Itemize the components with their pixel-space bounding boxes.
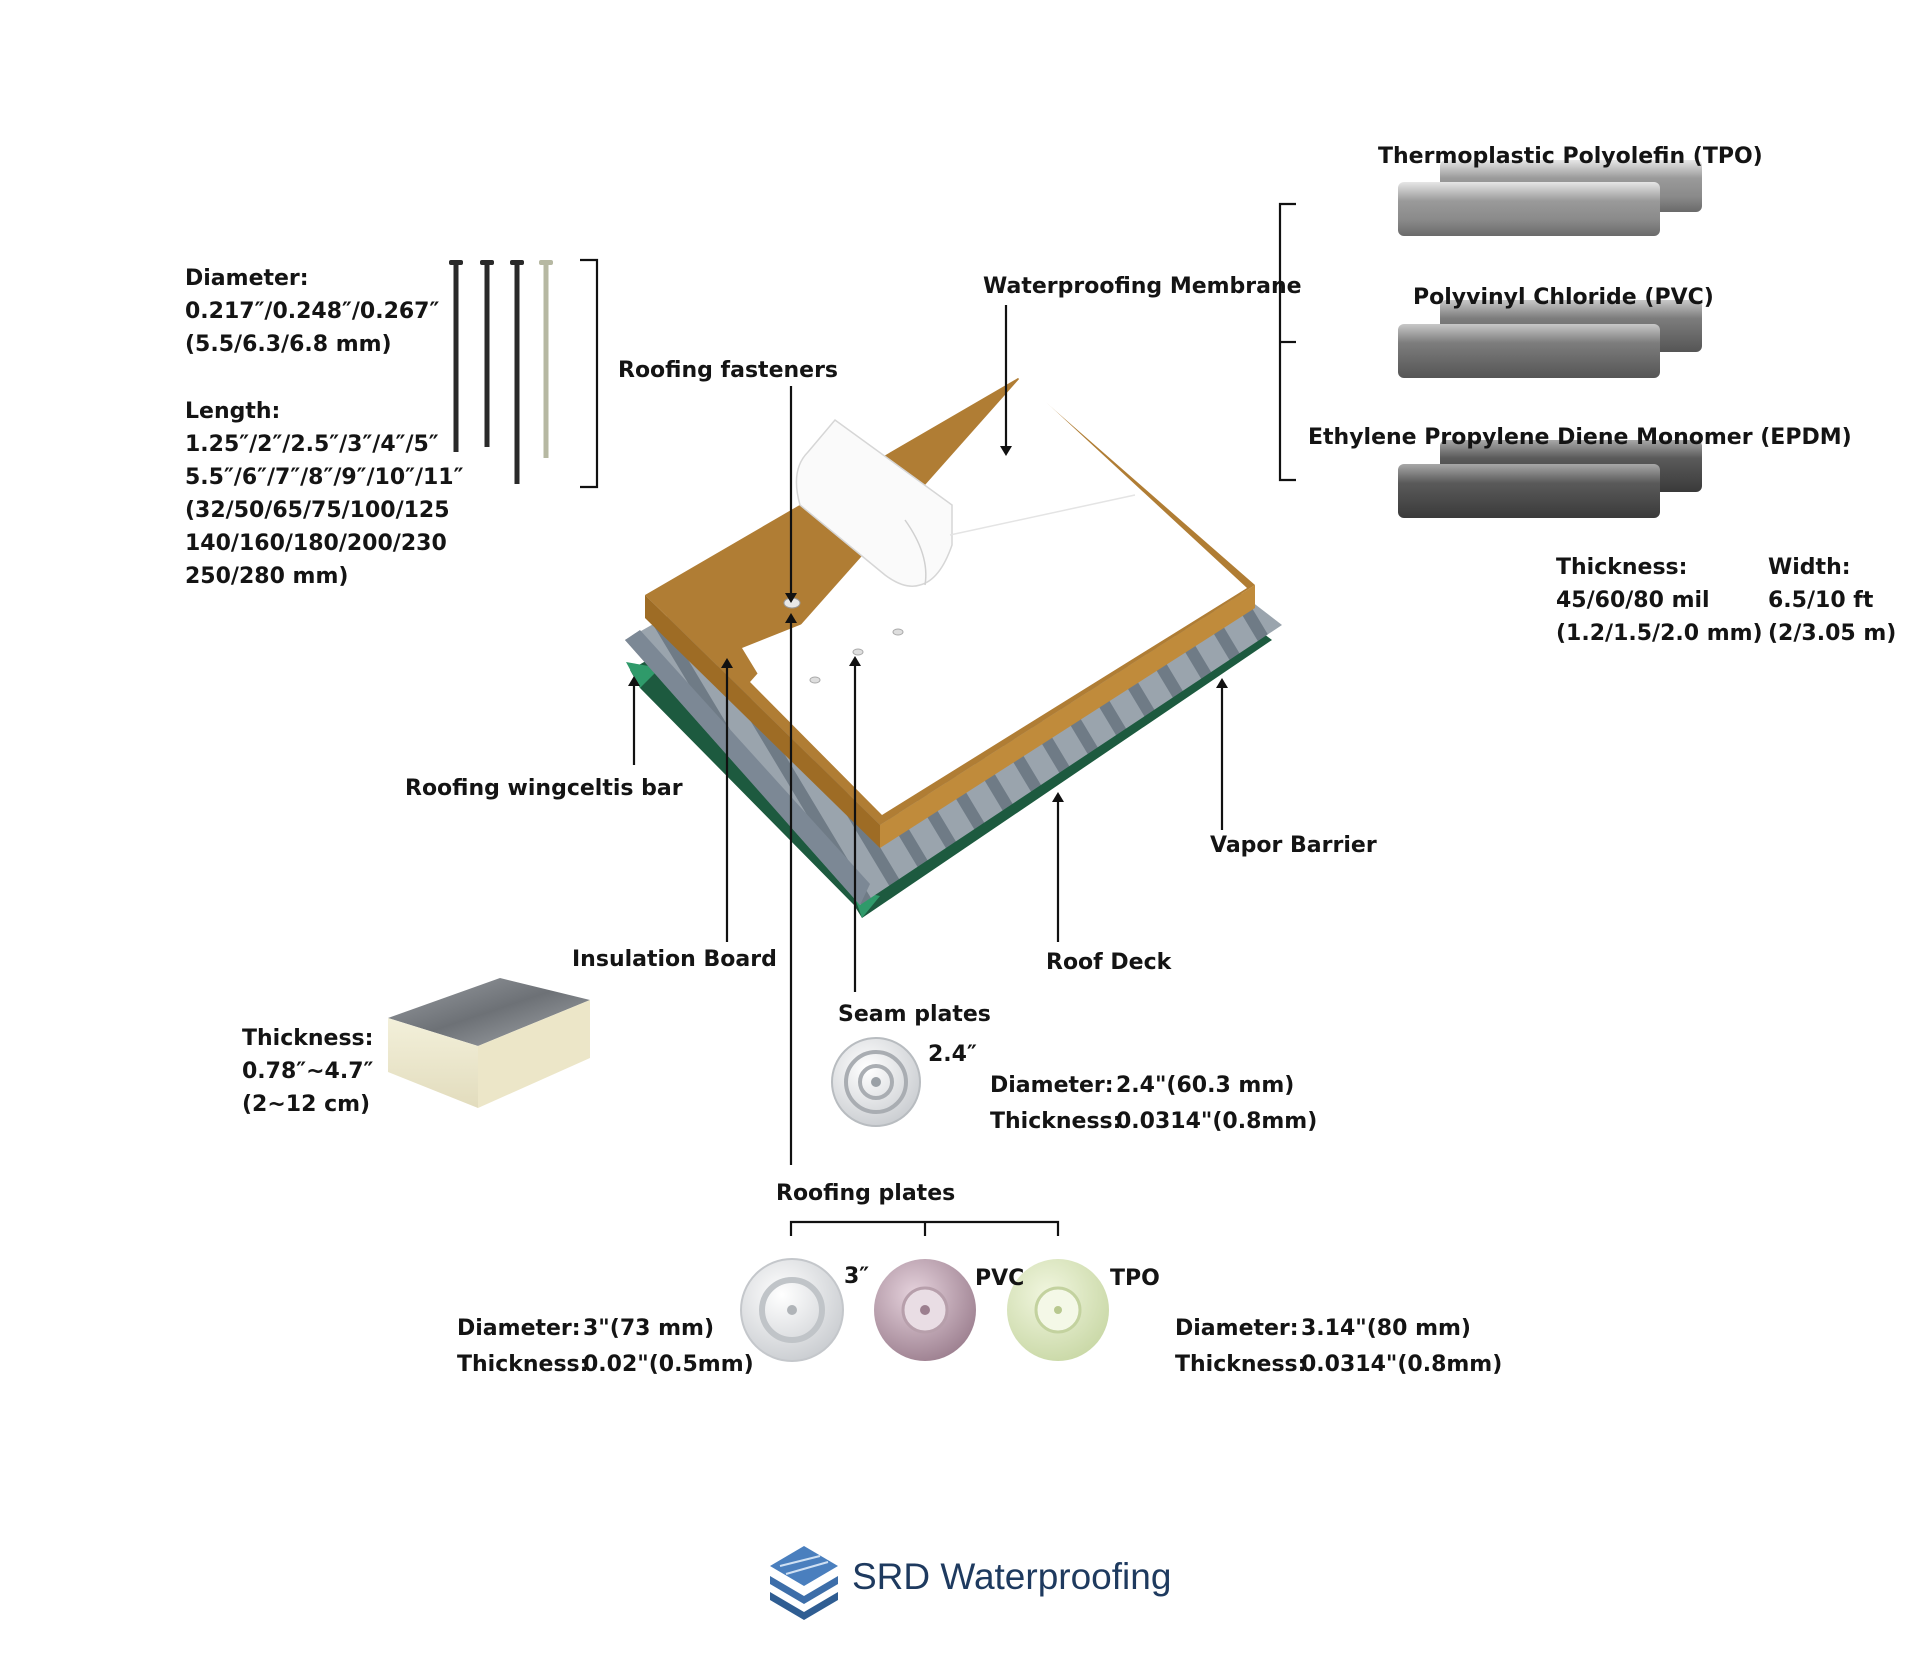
fastener-screws [449, 260, 553, 484]
seam-plate-dot [892, 628, 904, 636]
roof-deck-edge [625, 630, 870, 905]
insulation-board-side-right [880, 585, 1255, 848]
fastener-length-line: 250/280 mm) [185, 564, 349, 589]
right-plate-diameter-key: Diameter: [1175, 1316, 1299, 1341]
fastener-length-line: (32/50/65/75/100/125 [185, 498, 450, 523]
membrane-type-epdm: Ethylene Propylene Diene Monomer (EPDM) [1308, 425, 1852, 450]
left-plate-diameter-value: 3"(73 mm) [583, 1316, 715, 1341]
right-plate-thickness-key: Thickness: [1175, 1352, 1307, 1377]
roofing-fasteners-label: Roofing fasteners [618, 358, 839, 383]
roofing-plate-tag-pvc: PVC [975, 1266, 1025, 1291]
fastener-length-line: 140/160/180/200/230 [185, 531, 447, 556]
tpo-roll-icon [1398, 160, 1702, 236]
insulation-board-label: Insulation Board [572, 947, 777, 972]
membrane-width-title: Width: [1768, 555, 1851, 580]
membrane-type-tpo: Thermoplastic Polyolefin (TPO) [1378, 144, 1763, 169]
screw-icon [449, 260, 463, 452]
fastener-diameter-values: 0.217″/0.248″/0.267″ [185, 299, 440, 324]
roofing-plate-right-spec: Diameter:3.14"(80 mm) Thickness:0.0314"(… [1175, 1312, 1502, 1381]
membrane-rolls [1398, 160, 1702, 518]
membrane-thickness-title: Thickness: [1556, 555, 1688, 580]
right-plate-diameter-value: 3.14"(80 mm) [1301, 1316, 1471, 1341]
seam-plate-icon [831, 1037, 921, 1127]
left-plate-thickness-value: 0.02"(0.5mm) [583, 1352, 754, 1377]
brand-name: SRD Waterproofing [852, 1556, 1172, 1597]
membrane-width-values: 6.5/10 ft [1768, 588, 1874, 613]
roofing-plate-3in-icon [740, 1258, 844, 1362]
roofing-plate-tag-tpo: TPO [1110, 1266, 1160, 1291]
membrane-width-spec: Width: 6.5/10 ft (2/3.05 m) [1768, 551, 1896, 650]
insulation-thickness-cm: (2~12 cm) [242, 1092, 371, 1117]
stacked-layers-logo-icon [770, 1546, 838, 1620]
membrane-roll [795, 418, 953, 587]
membrane-thickness-values: 45/60/80 mil [1556, 588, 1710, 613]
membrane-sheet [750, 378, 1247, 815]
membrane-thickness-spec: Thickness: 45/60/80 mil (1.2/1.5/2.0 mm) [1556, 551, 1763, 650]
fastener-length-line: 1.25″/2″/2.5″/3″/4″/5″ [185, 432, 439, 457]
fastener-specs: Diameter: 0.217″/0.248″/0.267″ (5.5/6.3/… [185, 262, 463, 593]
roofing-plates-label: Roofing plates [776, 1181, 956, 1206]
arrow-heads [628, 446, 1228, 802]
seam-plate-dot [809, 676, 821, 684]
seam-plate-spec: Diameter:2.4"(60.3 mm) Thickness:0.0314"… [990, 1069, 1317, 1138]
left-plate-thickness-key: Thickness: [457, 1352, 589, 1377]
roofing-plate-tag-3in: 3″ [844, 1264, 870, 1289]
roofing-plate-tpo-icon [1007, 1259, 1109, 1361]
screw-icon [510, 260, 524, 484]
membrane-type-pvc: Polyvinyl Chloride (PVC) [1413, 285, 1714, 310]
insulation-board-sample [388, 978, 590, 1108]
pvc-roll-icon [1398, 300, 1702, 378]
fastener-diameter-mm: (5.5/6.3/6.8 mm) [185, 332, 392, 357]
membrane-thickness-mm: (1.2/1.5/2.0 mm) [1556, 621, 1763, 646]
insulation-thickness-values: 0.78″~4.7″ [242, 1059, 374, 1084]
seam-plate-dot [852, 648, 864, 656]
roofing-plate-pvc-icon [874, 1259, 976, 1361]
vapor-barrier-label: Vapor Barrier [1210, 833, 1377, 858]
seam-plate-thickness-key: Thickness: [990, 1109, 1122, 1134]
right-plate-thickness-value: 0.0314"(0.8mm) [1301, 1352, 1503, 1377]
seam-plate-diameter-value: 2.4"(60.3 mm) [1116, 1073, 1295, 1098]
roofing-plate-left-spec: Diameter:3"(73 mm) Thickness:0.02"(0.5mm… [457, 1312, 754, 1381]
roof-deck-label: Roof Deck [1046, 950, 1172, 975]
left-plate-diameter-key: Diameter: [457, 1316, 581, 1341]
leader-lines [580, 202, 1296, 1236]
fastener-length-title: Length: [185, 399, 281, 424]
screw-icon [539, 260, 553, 458]
fastener-diameter-title: Diameter: [185, 266, 309, 291]
seam-plates-label: Seam plates [838, 1002, 991, 1027]
membrane-width-m: (2/3.05 m) [1768, 621, 1897, 646]
insulation-thickness-spec: Thickness: 0.78″~4.7″ (2~12 cm) [242, 1022, 373, 1121]
waterproofing-membrane-label: Waterproofing Membrane [983, 274, 1302, 299]
roofing-bar-label: Roofing wingceltis bar [405, 776, 683, 801]
epdm-roll-icon [1398, 440, 1702, 518]
screw-icon [480, 260, 494, 447]
insulation-thickness-title: Thickness: [242, 1026, 374, 1051]
seam-plate-diameter-key: Diameter: [990, 1073, 1114, 1098]
insulation-board-side-left [645, 595, 880, 848]
seam-plate-size-tag: 2.4″ [928, 1042, 977, 1067]
roof-assembly [625, 378, 1282, 918]
fastener-length-line: 5.5″/6″/7″/8″/9″/10″/11″ [185, 465, 464, 490]
seam-plate-thickness-value: 0.0314"(0.8mm) [1116, 1109, 1318, 1134]
